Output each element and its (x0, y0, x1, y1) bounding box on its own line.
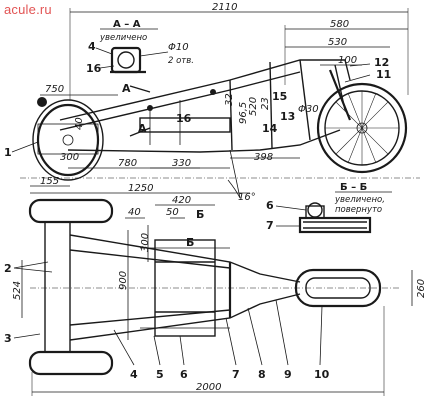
dim-phi30: Φ30 (298, 104, 319, 115)
callout-7: 7 (232, 368, 240, 381)
side-view: 2110 580 530 100 (4, 2, 420, 203)
dim-32: 32 (224, 93, 235, 106)
holes-count: 2 отв. (168, 56, 194, 66)
callout-12: 12 (374, 56, 389, 69)
section-arrow-a (129, 85, 151, 93)
dim-100: 100 (338, 55, 357, 66)
dim-23: 23 (260, 97, 271, 110)
dim-1250: 1250 (128, 183, 153, 194)
section-mark-a-top: A (122, 82, 131, 95)
section-bb-title: Б – Б (340, 182, 367, 193)
section-b-b: Б – Б увеличено, повернуто 6 7 (266, 182, 392, 234)
callout-15: 15 (272, 90, 287, 103)
dim-40: 40 (74, 117, 85, 130)
callout-11: 11 (376, 68, 391, 81)
section-aa-title: А – А (113, 19, 141, 30)
callout-5: 5 (156, 368, 164, 381)
callout-16: 16 (176, 112, 192, 125)
bb-plate (298, 216, 372, 234)
seat-supports (149, 100, 181, 145)
section-a-a: А – А увеличено 4 16 Φ10 2 отв. (86, 19, 194, 75)
lower-frame-tube (67, 129, 341, 153)
section-mark-a-bottom: A (138, 122, 147, 135)
dim-2000: 2000 (196, 382, 221, 393)
frame-upright (229, 79, 233, 151)
section-bb-subtitle-1: увеличено, (334, 195, 385, 205)
dim-40-plan: 40 (128, 207, 141, 218)
leader (11, 141, 39, 153)
callout-6: 6 (180, 368, 188, 381)
dim-398: 398 (254, 152, 273, 163)
watermark: acule.ru (4, 2, 52, 17)
callout-13: 13 (280, 110, 295, 123)
dim-260: 260 (416, 279, 427, 298)
callout-8: 8 (258, 368, 266, 381)
callout-aa-16: 16 (86, 62, 102, 75)
seat-platform (139, 117, 231, 133)
dim-330: 330 (172, 158, 191, 169)
dim-530: 530 (328, 37, 347, 48)
callout-4: 4 (130, 368, 138, 381)
section-mark-b-top: Б (196, 208, 204, 221)
angle-16: 16° (238, 192, 256, 203)
steering-tube (299, 59, 311, 141)
rear-wheel-top (28, 198, 114, 224)
frame-tube-lower (69, 293, 301, 341)
dim-420: 420 (172, 195, 191, 206)
leader (344, 74, 371, 83)
frame-upright-2 (269, 61, 273, 149)
section-arrow-a2 (129, 127, 151, 137)
frame-tube-upper (69, 234, 301, 283)
dim-96-5: 96,5 (238, 102, 249, 124)
front-wheel (316, 82, 408, 174)
section-mark-b-mid: Б (186, 236, 194, 249)
hole-diameter: Φ10 (168, 42, 189, 53)
dim-50-plan: 50 (166, 207, 179, 218)
plan-view: 420 40 50 Б Б 300 900 524 260 2000 2 3 4… (4, 195, 427, 396)
callout-14: 14 (262, 122, 278, 135)
dim-900: 900 (118, 271, 129, 290)
angle-line (229, 149, 241, 199)
dim-155: 155 (40, 176, 59, 187)
dim-780: 780 (118, 158, 137, 169)
callout-2: 2 (4, 262, 12, 275)
callout-aa-4: 4 (88, 40, 96, 53)
callout-10: 10 (314, 368, 330, 381)
callout-1: 1 (4, 146, 12, 159)
frame-tube-inner-upper (69, 249, 231, 269)
callout-bb-6: 6 (266, 199, 274, 212)
dim-300: 300 (60, 152, 79, 163)
section-aa-subtitle: увеличено (99, 33, 147, 43)
angle-arc (227, 179, 241, 199)
leader (349, 63, 371, 67)
dim-520: 520 (248, 97, 259, 116)
callout-3: 3 (4, 332, 12, 345)
dim-300-plan: 300 (140, 233, 151, 252)
callout-bb-7: 7 (266, 219, 274, 232)
shock-absorber (334, 64, 346, 111)
dim-580: 580 (330, 19, 349, 30)
rear-wheel-bottom (28, 350, 114, 376)
dim-2110: 2110 (212, 2, 237, 13)
front-fork (328, 69, 352, 121)
dim-524: 524 (12, 281, 23, 300)
callout-9: 9 (284, 368, 292, 381)
section-bb-subtitle-2: повернуто (335, 205, 382, 215)
dim-750: 750 (45, 84, 64, 95)
rear-wheel (32, 97, 104, 181)
